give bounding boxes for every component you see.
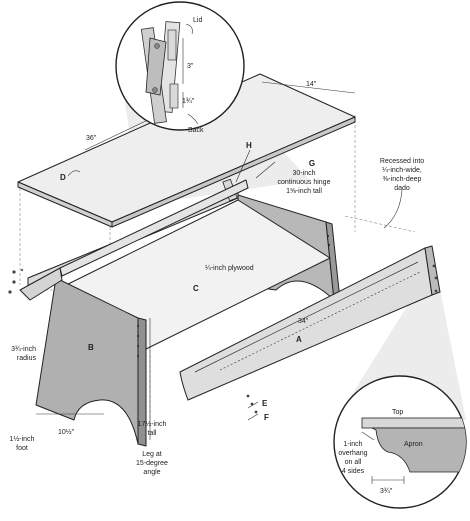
label-part-h: H (246, 141, 252, 150)
label-hinge-2: continuous hinge (278, 179, 331, 186)
lid-panel-d (17, 73, 356, 228)
label-dim-3-3-4: 3¾" (380, 488, 393, 495)
label-dado-3: ⅜-inch-deep (383, 176, 422, 183)
label-hinge-3: 1⅝-inch tall (286, 188, 322, 195)
label-dim-10-1-2: 10½" (58, 428, 75, 436)
label-top: Top (392, 409, 403, 416)
left-apron (19, 179, 249, 301)
label-leg-2: 15-degree (136, 460, 168, 467)
label-overhang-1: 1-inch (343, 441, 362, 448)
label-tall-1: 17½-inch (138, 420, 167, 428)
screws (8, 264, 438, 414)
label-leg-1: Leg at (142, 451, 162, 458)
label-back: Back (188, 127, 204, 134)
label-part-e: E (262, 399, 268, 408)
label-dado-1: Recessed into (380, 158, 424, 165)
label-dim-14: 14" (306, 81, 317, 88)
label-dim-36: 36" (86, 135, 97, 142)
leader-lines (67, 161, 403, 421)
label-overhang-3: on all (345, 459, 362, 466)
label-leg-3: angle (143, 469, 160, 476)
left-end-panel-b (35, 277, 147, 447)
label-part-f: F (264, 413, 269, 422)
label-radius-2: radius (17, 355, 37, 362)
label-part-c: C (193, 284, 199, 293)
label-foot-1: 1½-inch (10, 435, 35, 443)
label-part-b: B (88, 343, 94, 352)
label-foot-2: foot (16, 445, 28, 452)
label-plywood: ¼-inch plywood (205, 265, 254, 272)
label-part-g: G (309, 159, 315, 168)
label-tall-2: tall (148, 430, 157, 437)
label-dim-34: 34" (298, 318, 309, 325)
label-overhang-2: overhang (338, 450, 367, 457)
label-overhang-4: 4 sides (342, 468, 365, 475)
label-radius-1: 3¾-inch (11, 346, 36, 353)
label-dado-2: ¼-inch-wide, (382, 167, 422, 174)
label-part-d: D (60, 173, 66, 182)
hinge-detail-callout (115, 1, 245, 131)
label-dado-4: dado (394, 185, 410, 192)
label-apron: Apron (404, 441, 423, 448)
overhang-detail-callout (333, 375, 467, 509)
label-dim-1-3-4: 1¾" (182, 98, 195, 105)
label-part-a: A (296, 335, 302, 344)
label-hinge-1: 30-inch (293, 170, 316, 177)
front-apron-a (179, 245, 441, 401)
label-dim-3: 3" (187, 63, 194, 70)
labels: Lid 3" 1¾" Back 14" 36" D H G 30-inch co… (10, 17, 425, 495)
label-lid: Lid (193, 17, 202, 24)
